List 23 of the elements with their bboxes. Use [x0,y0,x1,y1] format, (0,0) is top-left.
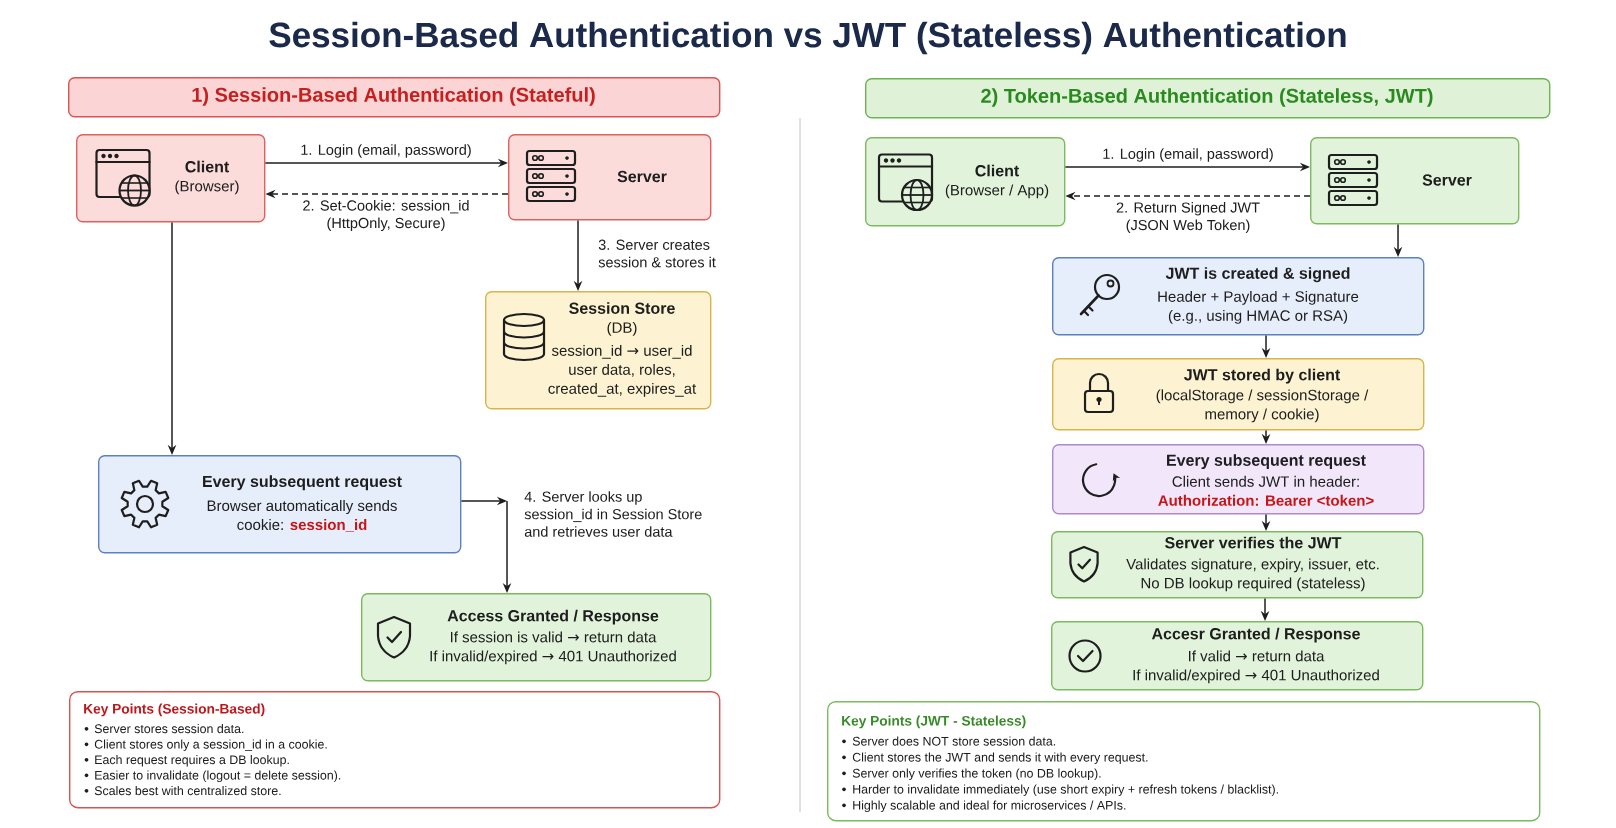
response-box: Accesr Granted / Response If valid → return data If invalid/expired → 401 Unauthorized [1051,621,1424,691]
client-box: Client (Browser) [76,134,266,223]
edge-label: 2. Set-Cookie: session_id (HttpOnly, Secure) [303,200,469,231]
step-box: Every subsequent request Client sends JWT in header: Authorization: Bearer <token> [1052,444,1425,515]
client-box: Client (Browser / App) [865,137,1066,227]
session-store-box: Session Store (DB) session_id → user_id user data, roles, created_at, expires_at [485,291,712,410]
key-points-box: Key Points (JWT - Stateless) Server does NOT store session data. Client stores the JWT and sends it with every request. Server only verifies the token (no DB lookup). Harder to invalidate immediately (use short expiry + refresh tokens / blacklist). Highly scalable and ideal for microservices / APIs. [827,701,1541,822]
key-points-box: Key Points (Session-Based) Server stores session data. Client stores only a session_id in a cookie. Each request requires a DB lookup. Easier to invalidate (logout = delete session). Scales best with centralized store. [69,691,721,809]
edge-label: 3. Server creates session & stores it [598,239,716,268]
edge-label: 2. Return Signed JWT (JSON Web Token) [1116,202,1260,233]
server-box: Server [508,134,712,221]
step-box: JWT is created & signed Header + Payload + Signature (e.g., using HMAC or RSA) [1052,257,1425,336]
section-header: 1) Session-Based Authentication (Stateful) [68,77,721,118]
response-box: Access Granted / Response If session is valid → return data If invalid/expired → 401 Unauthorized [361,593,712,682]
step-box: Server verifies the JWT Validates signature, expiry, issuer, etc. No DB lookup required (stateless) [1051,531,1424,599]
step-box: JWT stored by client (localStorage / sessionStorage / memory / cookie) [1052,358,1425,431]
server-box: Server [1310,137,1520,225]
section-header: 2) Token-Based Authentication (Stateless, JWT) [865,78,1551,119]
edge-label: 4. Server looks up session_id in Session Store and retrieves user data [524,491,702,537]
request-box: Every subsequent request Browser automatically sends cookie: session_id [98,455,462,554]
edge-label: 1. Login (email, password) [301,144,471,158]
edge-label: 1. Login (email, password) [1103,148,1273,162]
title: Session-Based Authentication vs JWT (Stateless) Authentication [269,21,1346,55]
